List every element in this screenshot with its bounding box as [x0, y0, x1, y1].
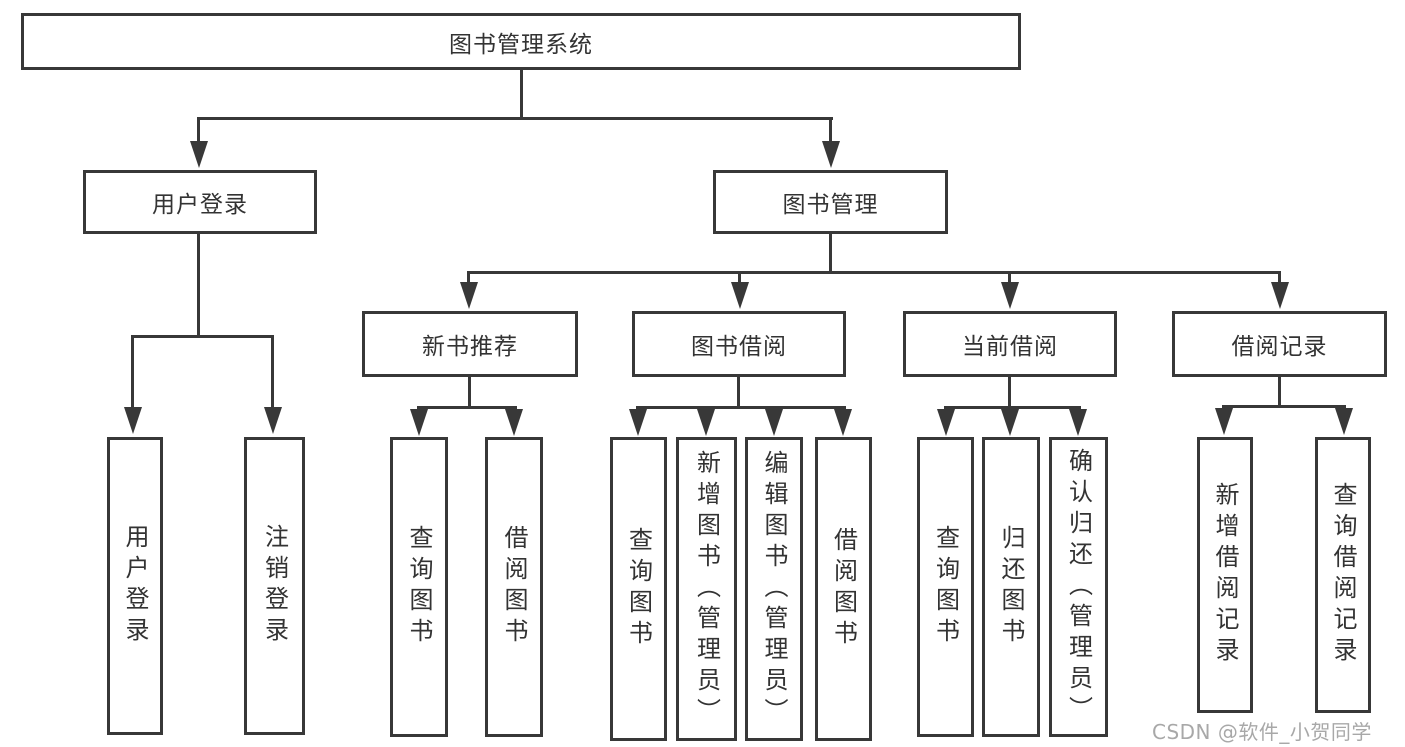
leaf-add-borrow-record-label: 新增借阅记录 [1211, 482, 1239, 668]
arrow-down-icon [1271, 282, 1289, 309]
connector-user-login-down [197, 234, 200, 335]
arrow-down-icon [731, 282, 749, 309]
leaf-logout-label: 注销登录 [260, 524, 289, 648]
node-current-borrow-label: 当前借阅 [962, 334, 1058, 360]
leaf-edit-books-admin: 编辑图书（管理员） [745, 437, 803, 741]
leaf-logout: 注销登录 [244, 437, 305, 735]
node-borrow-records-label: 借阅记录 [1231, 334, 1328, 360]
connector-module-down [737, 377, 740, 406]
arrow-down-icon [1215, 408, 1233, 435]
leaf-add-borrow-record: 新增借阅记录 [1197, 437, 1253, 713]
arrow-down-icon [264, 407, 282, 434]
connector-module-down [468, 377, 471, 406]
leaf-query-borrow-record-label: 查询借阅记录 [1329, 482, 1357, 668]
connector-module-stem [738, 274, 741, 282]
node-current-borrow: 当前借阅 [903, 311, 1117, 377]
connector-user-login-stem [197, 120, 200, 141]
leaf-borrow-books-label: 借阅图书 [500, 525, 528, 649]
leaf-edit-books-admin-label: 编辑图书（管理员） [760, 449, 788, 729]
leaf-add-books-admin-label: 新增图书（管理员） [692, 449, 721, 729]
arrow-down-icon [124, 407, 142, 434]
connector-module-rail [636, 406, 846, 409]
node-new-book-recommend-label: 新书推荐 [422, 334, 518, 360]
node-user-login: 用户登录 [83, 170, 317, 234]
leaf-borrow-books: 借阅图书 [485, 437, 543, 737]
arrow-down-icon [1001, 282, 1019, 309]
node-root: 图书管理系统 [21, 13, 1021, 70]
connector-leaf-stem [131, 338, 134, 407]
leaf-confirm-return-admin: 确认归还（管理员） [1049, 437, 1108, 737]
leaf-query-books-label: 查询图书 [405, 525, 433, 649]
arrow-down-icon [460, 282, 478, 309]
connector-root-rail [197, 117, 833, 120]
arrow-down-icon [1001, 409, 1019, 436]
leaf-query-books: 查询图书 [610, 437, 667, 741]
leaf-user-login: 用户登录 [107, 437, 163, 735]
leaf-borrow-books: 借阅图书 [815, 437, 872, 741]
leaf-query-borrow-record: 查询借阅记录 [1315, 437, 1371, 713]
leaf-return-books-label: 归还图书 [997, 525, 1025, 649]
connector-module-stem [1278, 274, 1281, 282]
connector-book-mgmt-stem [829, 120, 832, 141]
arrow-down-icon [697, 409, 715, 436]
connector-book-mgmt-rail [467, 271, 1281, 274]
node-book-borrow: 图书借阅 [632, 311, 846, 377]
csdn-watermark: CSDN @软件_小贺同学 [1152, 720, 1372, 744]
leaf-confirm-return-admin-label: 确认归还（管理员） [1064, 447, 1093, 727]
leaf-query-books: 查询图书 [917, 437, 974, 737]
arrow-down-icon [629, 409, 647, 436]
connector-user-login-rail [131, 335, 274, 338]
connector-leaf-stem [271, 338, 274, 407]
node-borrow-records: 借阅记录 [1172, 311, 1387, 377]
arrow-down-icon [190, 141, 208, 168]
node-book-management: 图书管理 [713, 170, 948, 234]
leaf-query-books-label: 查询图书 [931, 525, 960, 649]
node-root-label: 图书管理系统 [449, 31, 593, 58]
leaf-return-books: 归还图书 [982, 437, 1040, 737]
leaf-add-books-admin: 新增图书（管理员） [676, 437, 737, 741]
leaf-user-login-label: 用户登录 [121, 524, 149, 648]
leaf-borrow-books-label: 借阅图书 [829, 527, 858, 651]
connector-module-stem [1008, 274, 1011, 282]
arrow-down-icon [1335, 408, 1353, 435]
connector-root-stem [520, 70, 523, 117]
connector-module-down [1008, 377, 1011, 406]
connector-module-rail [417, 406, 517, 409]
node-book-borrow-label: 图书借阅 [691, 334, 787, 360]
connector-module-rail [944, 406, 1081, 409]
leaf-query-books-label: 查询图书 [624, 527, 653, 651]
arrow-down-icon [410, 409, 428, 436]
node-book-management-label: 图书管理 [782, 192, 879, 218]
node-user-login-label: 用户登录 [152, 192, 248, 218]
arrow-down-icon [937, 409, 955, 436]
connector-module-down [1278, 377, 1281, 405]
connector-module-rail [1222, 405, 1346, 408]
arrow-down-icon [834, 409, 852, 436]
node-new-book-recommend: 新书推荐 [362, 311, 578, 377]
arrow-down-icon [822, 141, 840, 168]
connector-book-mgmt-down [829, 234, 832, 271]
leaf-query-books: 查询图书 [390, 437, 448, 737]
arrow-down-icon [1069, 409, 1087, 436]
connector-module-stem [467, 274, 470, 282]
arrow-down-icon [505, 409, 523, 436]
arrow-down-icon [765, 409, 783, 436]
